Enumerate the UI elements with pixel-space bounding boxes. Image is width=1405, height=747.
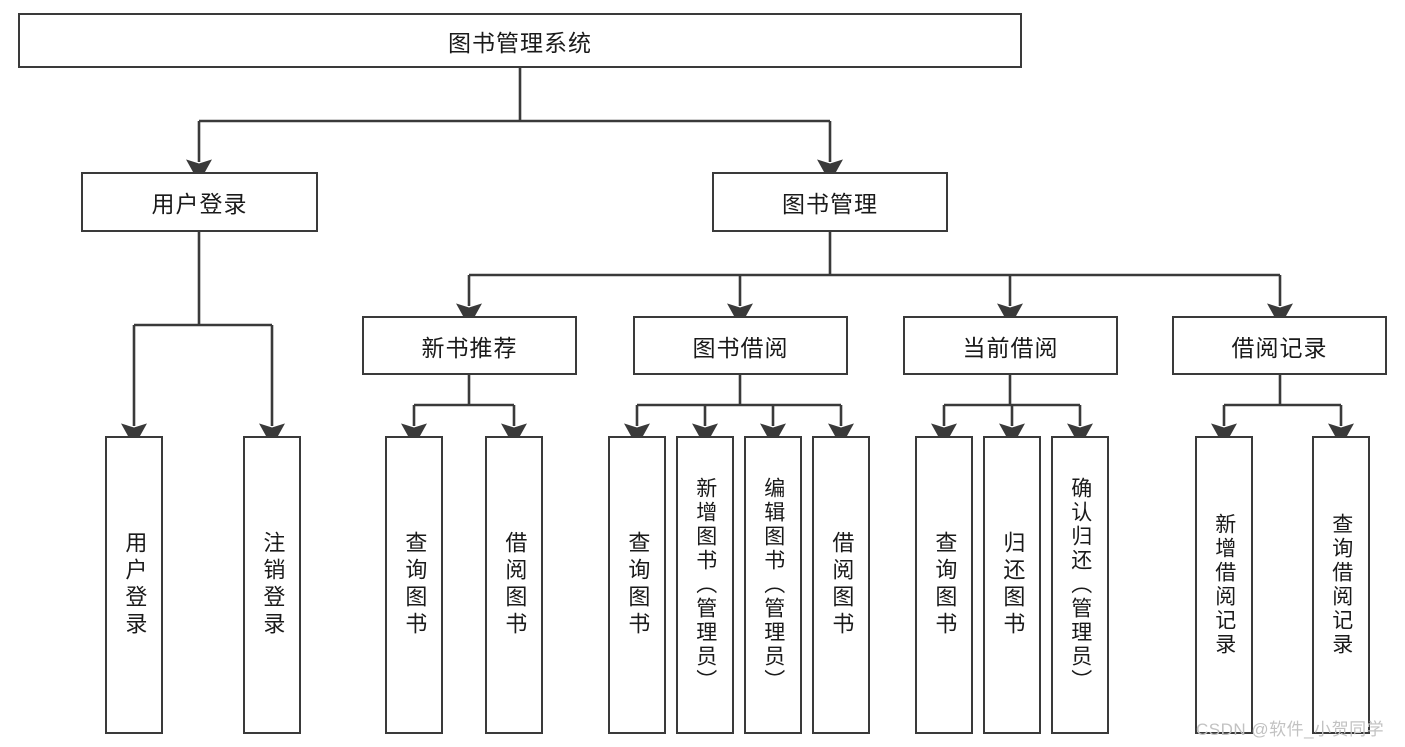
node-leaf-logout[interactable]: 注销登录 [243,436,301,734]
node-root-label: 图书管理系统 [448,29,592,56]
node-book-manage[interactable]: 图书管理 [712,172,948,232]
node-leaf-user-login-label: 用户登录 [122,531,148,639]
node-leaf-edit-book-label: 编辑图书（管理员） [761,477,785,693]
node-leaf-return-book-label: 归还图书 [1000,531,1026,639]
node-borrow-record-label: 借阅记录 [1231,334,1328,361]
node-book-manage-label: 图书管理 [782,191,878,217]
node-leaf-confirm-return[interactable]: 确认归还（管理员） [1051,436,1109,734]
node-book-borrow[interactable]: 图书借阅 [633,316,848,375]
node-leaf-borrow-book-1[interactable]: 借阅图书 [485,436,543,734]
node-leaf-user-login[interactable]: 用户登录 [105,436,163,734]
node-root[interactable]: 图书管理系统 [18,13,1022,68]
node-current-borrow-label: 当前借阅 [962,334,1059,361]
node-leaf-query-book-2-label: 查询图书 [625,531,651,639]
node-borrow-record[interactable]: 借阅记录 [1172,316,1387,375]
node-user-login[interactable]: 用户登录 [81,172,318,232]
node-user-login-label: 用户登录 [151,191,248,217]
node-leaf-borrow-book-2-label: 借阅图书 [829,531,855,639]
node-new-book-rec-label: 新书推荐 [421,334,518,361]
watermark-text: CSDN @软件_小贺同学 [1196,720,1385,739]
node-leaf-add-record-label: 新增借阅记录 [1212,513,1236,657]
node-leaf-query-book-3-label: 查询图书 [932,531,958,639]
node-current-borrow[interactable]: 当前借阅 [903,316,1118,375]
node-leaf-return-book[interactable]: 归还图书 [983,436,1041,734]
node-leaf-confirm-return-label: 确认归还（管理员） [1068,477,1092,693]
node-leaf-add-book[interactable]: 新增图书（管理员） [676,436,734,734]
node-leaf-add-record[interactable]: 新增借阅记录 [1195,436,1253,734]
node-leaf-edit-book[interactable]: 编辑图书（管理员） [744,436,802,734]
node-leaf-borrow-book-1-label: 借阅图书 [502,531,528,639]
node-leaf-borrow-book-2[interactable]: 借阅图书 [812,436,870,734]
node-leaf-query-book-1[interactable]: 查询图书 [385,436,443,734]
node-leaf-query-record-label: 查询借阅记录 [1329,513,1353,657]
node-leaf-query-book-2[interactable]: 查询图书 [608,436,666,734]
node-leaf-query-record[interactable]: 查询借阅记录 [1312,436,1370,734]
node-book-borrow-label: 图书借阅 [692,334,789,361]
node-leaf-logout-label: 注销登录 [260,531,286,639]
node-leaf-query-book-3[interactable]: 查询图书 [915,436,973,734]
node-new-book-rec[interactable]: 新书推荐 [362,316,577,375]
node-leaf-add-book-label: 新增图书（管理员） [693,477,717,693]
node-leaf-query-book-1-label: 查询图书 [402,531,428,639]
